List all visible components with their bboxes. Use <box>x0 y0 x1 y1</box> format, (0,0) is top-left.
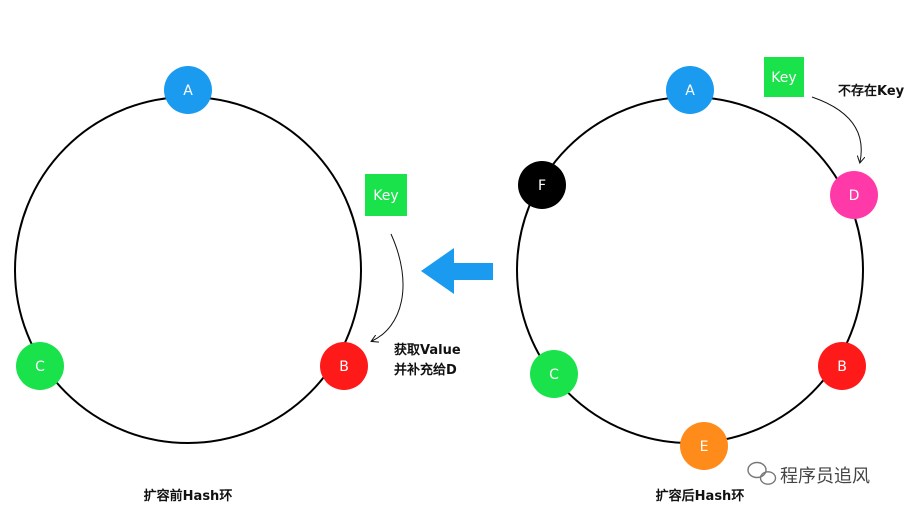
node-circle <box>680 422 728 470</box>
wechat-icon <box>747 461 777 485</box>
left-key-arrow <box>372 233 404 341</box>
node-label: A <box>183 83 193 99</box>
node-label: A <box>685 83 695 99</box>
node-circle <box>518 161 566 209</box>
key-rect <box>365 174 407 216</box>
left-node-a: A <box>164 66 212 114</box>
key-label: Key <box>373 188 398 204</box>
node-circle <box>16 342 64 390</box>
node-label: E <box>700 439 709 455</box>
left-node-c: C <box>16 342 64 390</box>
left-ring-circle <box>14 96 362 444</box>
left-ring-caption: 扩容前Hash环 <box>144 488 233 504</box>
right-hash-ring: A D B E C F Key 不存在Key 扩容后Hash环 <box>516 57 905 504</box>
node-circle <box>530 350 578 398</box>
right-note: 不存在Key <box>838 83 905 99</box>
left-note-line-2: 并补充给D <box>394 362 457 378</box>
node-circle <box>164 66 212 114</box>
node-label: B <box>339 359 349 375</box>
left-hash-ring: A B C Key 获取Value 并补充给D 扩容前Hash环 <box>14 66 461 504</box>
right-node-b: B <box>818 342 866 390</box>
node-circle <box>818 342 866 390</box>
watermark-text: 程序员追风 <box>780 466 870 487</box>
transition-arrow <box>421 248 493 294</box>
node-circle <box>666 66 714 114</box>
node-circle <box>320 342 368 390</box>
key-rect <box>764 57 804 97</box>
right-node-c: C <box>530 350 578 398</box>
node-label: F <box>538 178 546 194</box>
node-label: B <box>837 359 847 375</box>
node-label: C <box>35 359 45 375</box>
right-key-arrow <box>811 96 861 162</box>
right-node-d: D <box>830 171 878 219</box>
watermark: 程序员追风 <box>747 461 870 487</box>
node-label: C <box>549 367 559 383</box>
node-label: D <box>849 188 860 204</box>
right-node-e: E <box>680 422 728 470</box>
right-key-box: Key <box>764 57 804 97</box>
node-circle <box>830 171 878 219</box>
left-arrow-icon <box>421 248 493 294</box>
right-ring-caption: 扩容后Hash环 <box>656 488 745 504</box>
left-node-b: B <box>320 342 368 390</box>
right-node-a: A <box>666 66 714 114</box>
key-label: Key <box>771 70 796 86</box>
right-node-f: F <box>518 161 566 209</box>
left-note-line-1: 获取Value <box>394 342 461 358</box>
left-key-box: Key <box>365 174 407 216</box>
